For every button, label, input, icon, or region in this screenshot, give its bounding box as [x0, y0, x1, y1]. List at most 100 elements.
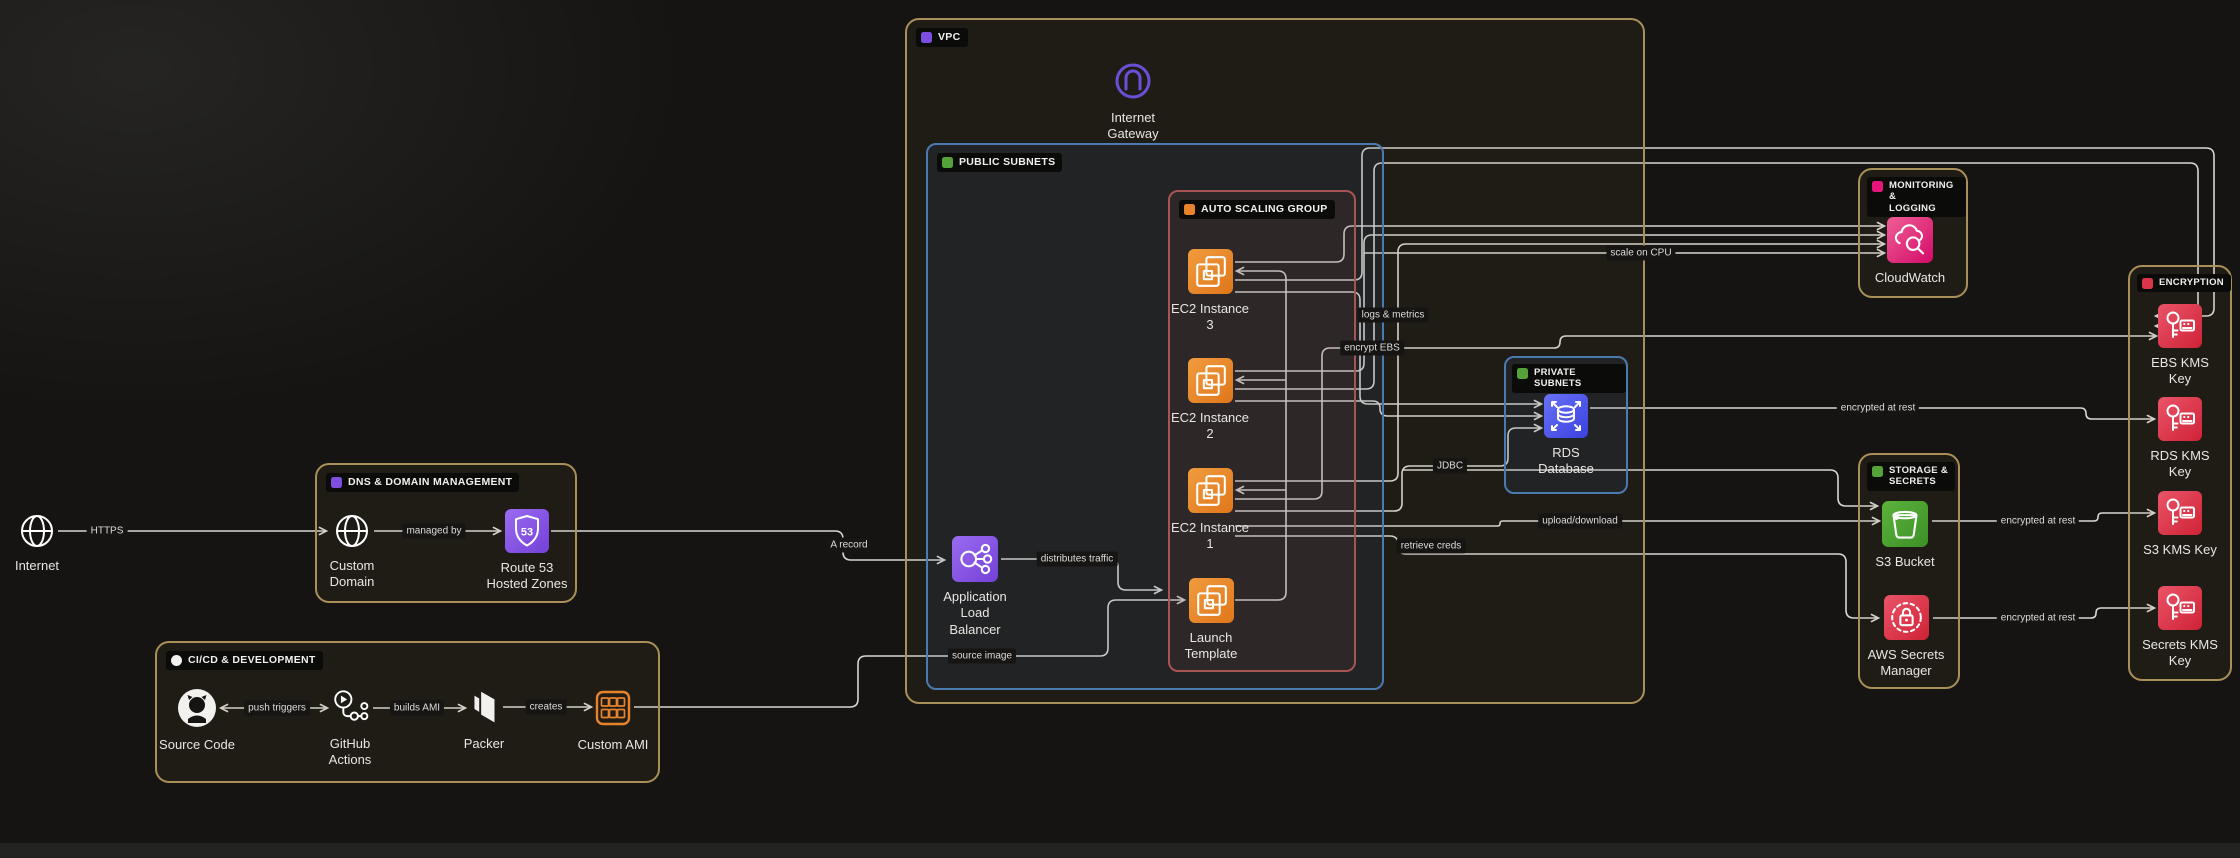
github-icon [175, 686, 219, 730]
ec2-instance-3-node[interactable]: EC2 Instance 3 [1150, 249, 1270, 334]
internet-node[interactable]: Internet [0, 511, 97, 574]
github-chip-icon [171, 655, 182, 666]
edge-label: source image [948, 649, 1016, 664]
edge-label: logs & metrics [1358, 308, 1429, 323]
private-subnets-chip-icon [1517, 368, 1528, 379]
node-label: AWS Secrets Manager [1868, 647, 1945, 680]
edge-label: builds AMI [390, 701, 444, 716]
dns-label: DNS & DOMAIN MANAGEMENT [348, 476, 512, 489]
node-label: Source Code [159, 737, 235, 753]
github-actions-node[interactable]: GitHub Actions [290, 687, 410, 769]
globe-icon [17, 511, 57, 551]
node-label: EC2 Instance 1 [1171, 520, 1249, 553]
edge-label: upload/download [1538, 514, 1622, 529]
node-label: Launch Template [1185, 630, 1238, 663]
edge-path [551, 531, 944, 560]
edge-label: retrieve creds [1397, 539, 1466, 554]
rds-database-node[interactable]: RDS Database [1506, 394, 1626, 478]
node-label: CloudWatch [1875, 270, 1945, 286]
launch-template-node[interactable]: Launch Template [1151, 578, 1271, 663]
private-subnets-label: PRIVATE SUBNETS [1534, 367, 1621, 390]
edge-label: push triggers [244, 701, 310, 716]
source-code-node[interactable]: Source Code [137, 686, 257, 753]
aws-secrets-manager-node[interactable]: AWS Secrets Manager [1846, 595, 1966, 680]
packer-icon [463, 687, 505, 729]
dns-label-chip: DNS & DOMAIN MANAGEMENT [326, 473, 519, 492]
edge-label: encrypt EBS [1340, 341, 1404, 356]
ec2-icon [1188, 358, 1233, 403]
node-label: Internet [15, 558, 59, 574]
rds-icon [1544, 394, 1588, 438]
node-label: EBS KMS Key [2151, 355, 2209, 388]
cloudwatch-node[interactable]: CloudWatch [1850, 217, 1970, 286]
asg-chip-icon [1184, 204, 1195, 215]
node-label: RDS Database [1538, 445, 1594, 478]
ec2-icon [1188, 249, 1233, 294]
monitoring-label-chip: MONITORING & LOGGING [1867, 177, 1966, 217]
edge-label: creates [526, 700, 567, 715]
storage-chip-icon [1872, 466, 1883, 477]
internet-gateway-icon [1111, 59, 1155, 103]
node-label: Internet Gateway [1107, 110, 1158, 143]
node-label: Application Load Balancer [943, 589, 1007, 638]
node-label: Route 53 Hosted Zones [487, 560, 568, 593]
custom-domain-node[interactable]: Custom Domain [292, 511, 412, 591]
monitoring-chip-icon [1872, 181, 1883, 192]
encryption-label: ENCRYPTION [2159, 277, 2224, 288]
secrets-manager-icon [1884, 595, 1929, 640]
ec2-instance-2-node[interactable]: EC2 Instance 2 [1150, 358, 1270, 443]
application-load-balancer-node[interactable]: Application Load Balancer [915, 536, 1035, 638]
edge-label: A record [826, 538, 871, 553]
kms-key-icon [2158, 397, 2202, 441]
custom-ami-node[interactable]: Custom AMI [553, 686, 673, 753]
node-label: EC2 Instance 3 [1171, 301, 1249, 334]
globe-icon [332, 511, 372, 551]
edge-label: encrypted at rest [1997, 611, 2079, 626]
packer-node[interactable]: Packer [424, 687, 544, 752]
edge-label: HTTPS [87, 524, 128, 539]
node-label: RDS KMS Key [2150, 448, 2209, 481]
node-label: Secrets KMS Key [2142, 637, 2218, 670]
launch-template-icon [1189, 578, 1234, 623]
alb-icon [952, 536, 998, 582]
s3-bucket-icon [1882, 501, 1928, 547]
private-subnets-label-chip: PRIVATE SUBNETS [1512, 364, 1626, 393]
node-label: Packer [464, 736, 504, 752]
edge-label: scale on CPU [1606, 246, 1675, 261]
node-label: S3 KMS Key [2143, 542, 2217, 558]
public-subnets-label: PUBLIC SUBNETS [959, 156, 1055, 169]
monitoring-label: MONITORING & LOGGING [1889, 180, 1959, 214]
rds-kms-key-node[interactable]: RDS KMS Key [2120, 397, 2240, 481]
ec2-instance-1-node[interactable]: EC2 Instance 1 [1150, 468, 1270, 553]
vpc-label: VPC [938, 31, 961, 44]
edge-label: JDBC [1433, 459, 1467, 474]
asg-label-chip: AUTO SCALING GROUP [1179, 200, 1335, 219]
s3-kms-key-node[interactable]: S3 KMS Key [2120, 491, 2240, 558]
route53-icon [505, 509, 549, 553]
node-label: S3 Bucket [1875, 554, 1934, 570]
dns-chip-icon [331, 477, 342, 488]
node-label: Custom Domain [330, 558, 375, 591]
vpc-label-chip: VPC [916, 28, 968, 47]
public-subnets-label-chip: PUBLIC SUBNETS [937, 153, 1062, 172]
storage-label: STORAGE & SECRETS [1889, 465, 1948, 488]
vpc-chip-icon [921, 32, 932, 43]
encryption-chip-icon [2142, 278, 2153, 289]
node-label: Custom AMI [578, 737, 649, 753]
cloudwatch-icon [1887, 217, 1933, 263]
edge-label: encrypted at rest [1997, 514, 2079, 529]
github-actions-icon [329, 687, 371, 729]
secrets-kms-key-node[interactable]: Secrets KMS Key [2120, 586, 2240, 670]
asg-label: AUTO SCALING GROUP [1201, 203, 1328, 216]
kms-key-icon [2158, 491, 2202, 535]
node-label: EC2 Instance 2 [1171, 410, 1249, 443]
route53-node[interactable]: Route 53 Hosted Zones [467, 509, 587, 593]
internet-gateway-node[interactable]: Internet Gateway [1073, 59, 1193, 143]
ebs-kms-key-node[interactable]: EBS KMS Key [2120, 304, 2240, 388]
node-label: GitHub Actions [329, 736, 372, 769]
cicd-label: CI/CD & DEVELOPMENT [188, 654, 316, 667]
cicd-label-chip: CI/CD & DEVELOPMENT [166, 651, 323, 670]
storage-label-chip: STORAGE & SECRETS [1867, 462, 1955, 491]
s3-bucket-node[interactable]: S3 Bucket [1845, 501, 1965, 570]
